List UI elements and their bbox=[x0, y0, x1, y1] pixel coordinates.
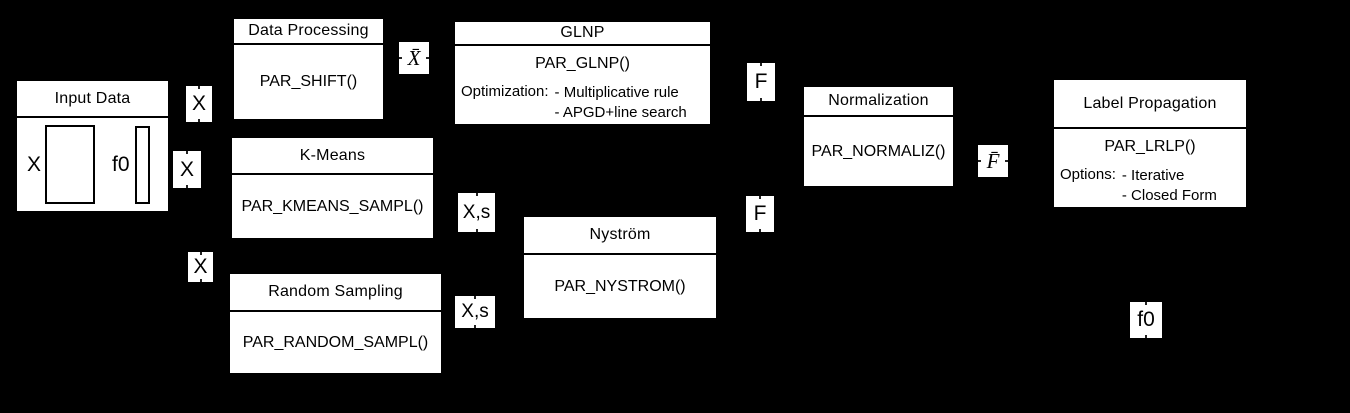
node-body: X f0 bbox=[17, 118, 168, 211]
node-title: Normalization bbox=[804, 87, 953, 117]
data-matrix-shape bbox=[45, 125, 96, 204]
node-body: PAR_RANDOM_SAMPL() bbox=[230, 312, 441, 373]
node-title: Label Propagation bbox=[1054, 80, 1246, 129]
node-body: PAR_KMEANS_SAMPL() bbox=[232, 175, 433, 238]
node-kmeans: K-Means PAR_KMEANS_SAMPL() bbox=[230, 136, 435, 240]
edge-label-fbar-to-label-propagation: F̄ bbox=[978, 145, 1008, 177]
option-item: - Multiplicative rule bbox=[554, 84, 679, 101]
function-name: PAR_SHIFT() bbox=[259, 73, 358, 90]
initial-labels-label: f0 bbox=[112, 152, 130, 176]
options-list: - Multiplicative rule - APGD+line search bbox=[555, 83, 687, 123]
edge-label-f0-to-label-propagation: f0 bbox=[1130, 302, 1162, 338]
edge-label-f-nystrom-to-normalization: F bbox=[746, 196, 774, 232]
label-vector-shape bbox=[134, 125, 150, 204]
node-input-data: Input Data X f0 bbox=[15, 79, 170, 213]
function-name: PAR_RANDOM_SAMPL() bbox=[242, 333, 429, 351]
edge-label-x-to-data-processing: X bbox=[186, 86, 212, 122]
node-title: Data Processing bbox=[234, 19, 383, 45]
node-title: Random Sampling bbox=[230, 274, 441, 312]
node-data-processing: Data Processing PAR_SHIFT() bbox=[232, 17, 385, 121]
options-block: Optimization: - Multiplicative rule - AP… bbox=[455, 83, 710, 123]
function-name: PAR_KMEANS_SAMPL() bbox=[241, 197, 424, 215]
node-random-sampling: Random Sampling PAR_RANDOM_SAMPL() bbox=[228, 272, 443, 375]
options-list: - Iterative - Closed Form bbox=[1122, 166, 1217, 206]
node-body: PAR_GLNP() Optimization: - Multiplicativ… bbox=[455, 46, 710, 124]
edge-label-xs-random-to-nystrom: X,s bbox=[455, 296, 495, 328]
node-title: GLNP bbox=[455, 22, 710, 46]
options-block: Options: - Iterative - Closed Form bbox=[1054, 166, 1246, 206]
node-body: PAR_LRLP() Options: - Iterative - Closed… bbox=[1054, 129, 1246, 207]
option-item: - Iterative bbox=[1121, 167, 1185, 184]
edge-label-x-to-random-sampling: X bbox=[188, 252, 213, 282]
function-name: PAR_LRLP() bbox=[1104, 138, 1196, 155]
function-name: PAR_NYSTROM() bbox=[554, 277, 686, 295]
options-label: Options: bbox=[1060, 166, 1116, 183]
node-glnp: GLNP PAR_GLNP() Optimization: - Multipli… bbox=[453, 20, 712, 126]
node-nystrom: Nyström PAR_NYSTROM() bbox=[522, 215, 718, 320]
edge-label-xbar-to-glnp: X̄ bbox=[399, 42, 429, 74]
matrix-label: X bbox=[27, 152, 42, 176]
edge-label-x-to-kmeans: X bbox=[173, 151, 201, 188]
node-title: K-Means bbox=[232, 138, 433, 175]
option-item: - Closed Form bbox=[1121, 187, 1217, 204]
node-title: Nyström bbox=[524, 217, 716, 255]
edge-label-f-glnp-to-normalization: F bbox=[747, 63, 775, 101]
node-body: PAR_NORMALIZ() bbox=[804, 117, 953, 186]
node-title: Input Data bbox=[17, 81, 168, 118]
node-label-propagation: Label Propagation PAR_LRLP() Options: - … bbox=[1052, 78, 1248, 209]
node-body: PAR_SHIFT() bbox=[234, 45, 383, 119]
function-name: PAR_NORMALIZ() bbox=[811, 142, 946, 160]
edge-label-xs-kmeans-to-nystrom: X,s bbox=[458, 193, 495, 232]
node-body: PAR_NYSTROM() bbox=[524, 255, 716, 318]
options-label: Optimization: bbox=[461, 83, 549, 100]
node-normalization: Normalization PAR_NORMALIZ() bbox=[802, 85, 955, 188]
option-item: - APGD+line search bbox=[554, 104, 687, 121]
function-name: PAR_GLNP() bbox=[535, 55, 630, 72]
